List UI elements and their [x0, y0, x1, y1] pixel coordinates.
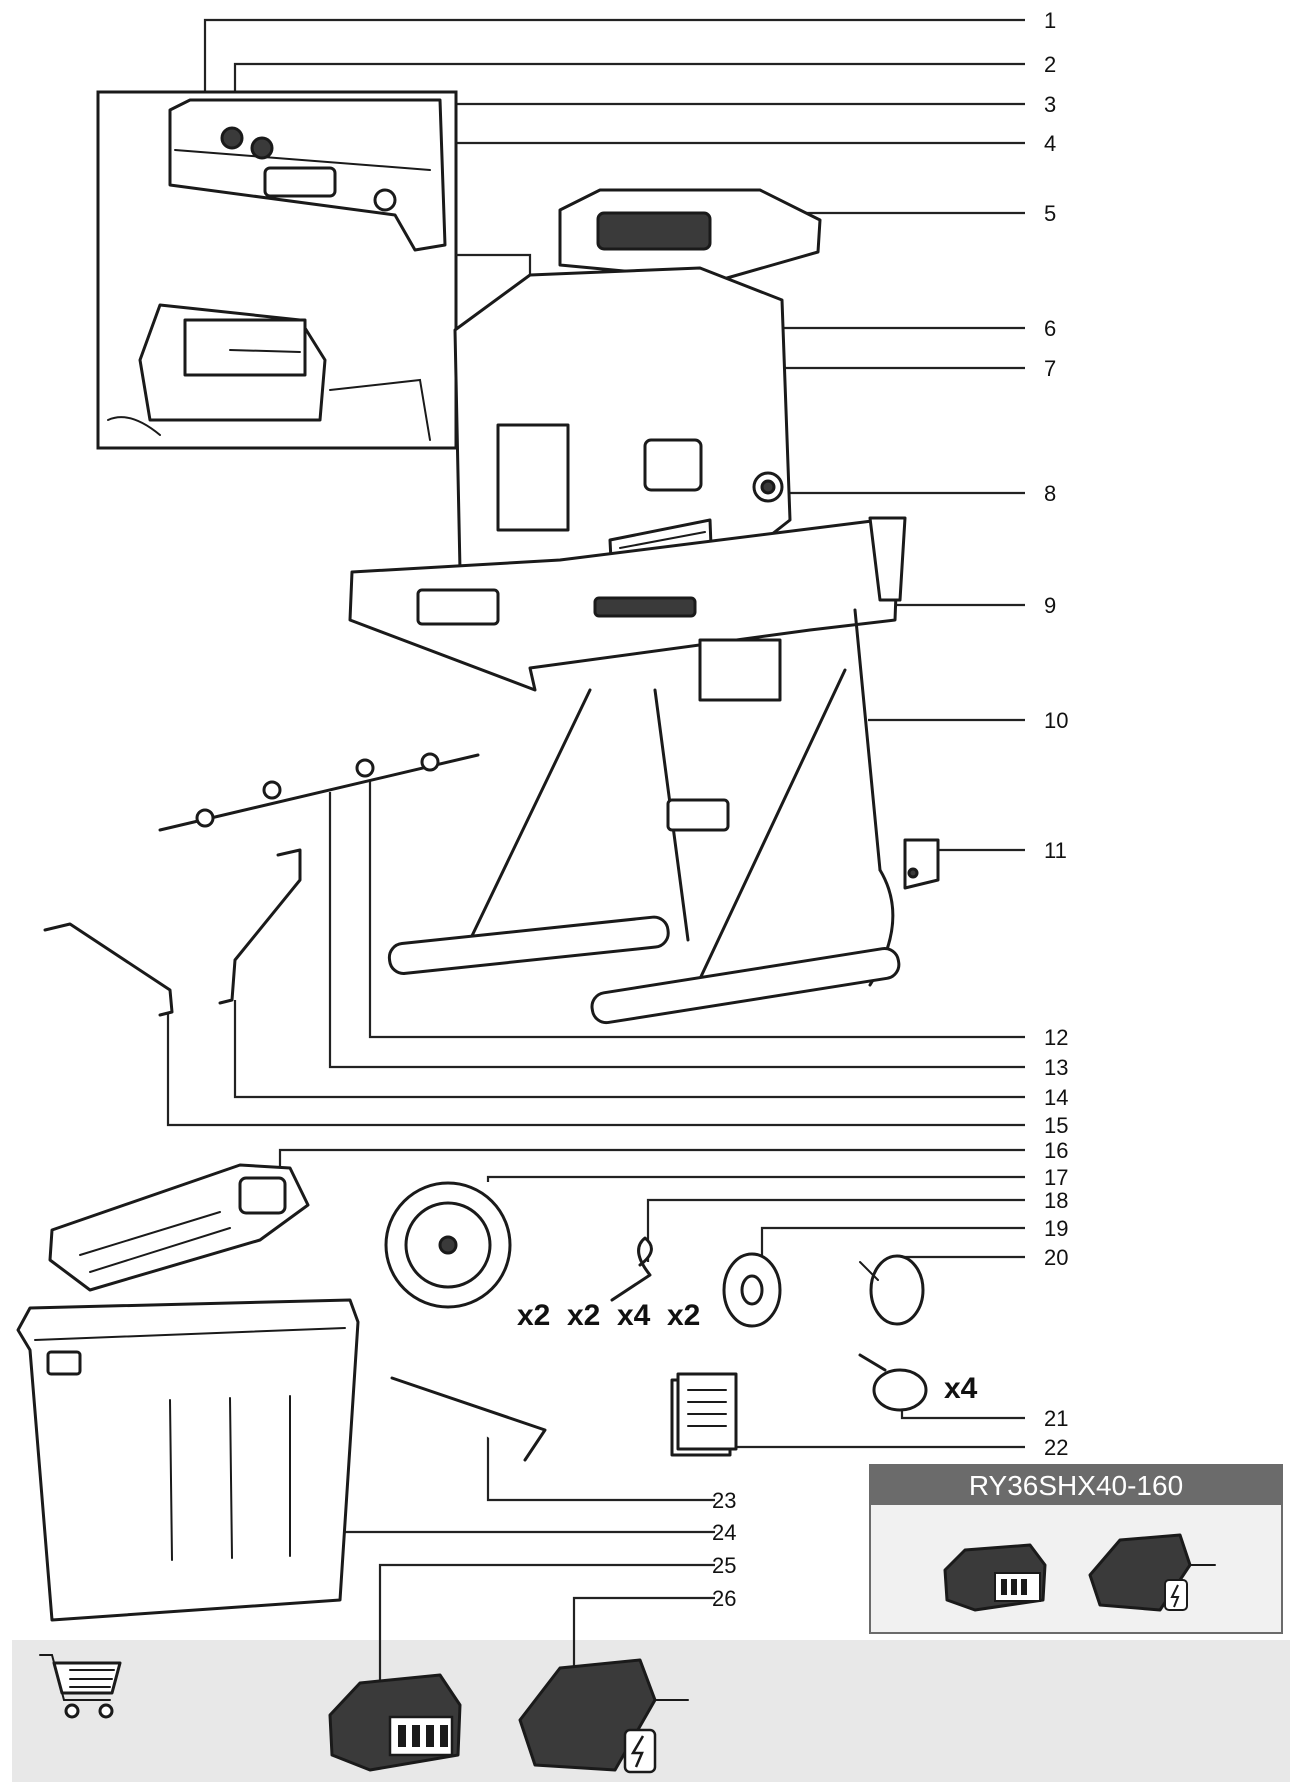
qty-washer: x4 [617, 1299, 651, 1332]
accessories [16, 1163, 928, 1622]
platform-handle [416, 588, 500, 626]
callout-18: 18 [1044, 1188, 1068, 1213]
model-title: RY36SHX40-160 [969, 1470, 1183, 1501]
callout-10: 10 [1044, 708, 1068, 733]
callout-9: 9 [1044, 593, 1056, 618]
model-box-header [870, 1465, 1282, 1505]
qty-hub-cap: x2 [667, 1299, 700, 1332]
callout-21: 21 [1044, 1406, 1068, 1431]
battery-port-detail [183, 318, 307, 377]
battery-icon [943, 1543, 1047, 1612]
callout-19: 19 [1044, 1216, 1068, 1241]
indicator-detail [263, 166, 337, 198]
power-button-detail [220, 126, 244, 150]
callout-16: 16 [1044, 1138, 1068, 1163]
callout-3: 3 [1044, 92, 1056, 117]
qty-knob: x4 [944, 1372, 978, 1405]
callout-12: 12 [1044, 1025, 1068, 1050]
r-clip [610, 1236, 653, 1302]
quantity-labels: x2 x2 x4 x2 x4 [517, 1299, 978, 1405]
callout-6: 6 [1044, 316, 1056, 341]
callout-11: 11 [1044, 838, 1067, 863]
callout-24: 24 [712, 1520, 736, 1545]
axle-nut-left [262, 780, 282, 800]
callout-4: 4 [1044, 131, 1056, 156]
stand-frame [387, 608, 940, 1025]
charger-icon [1088, 1533, 1216, 1612]
charger-icon [518, 1658, 689, 1774]
mode-button-detail [250, 136, 274, 160]
safety-latch [593, 596, 697, 618]
control-panel [596, 211, 712, 251]
collection-bag [16, 1298, 360, 1622]
bolt-knob [858, 1353, 887, 1372]
callout-17: 17 [1044, 1165, 1068, 1190]
callout-14: 14 [1044, 1085, 1068, 1110]
axle-brackets [43, 752, 480, 1017]
callout-7: 7 [1044, 356, 1056, 381]
hex-key [390, 1376, 547, 1462]
callout-25: 25 [712, 1553, 736, 1578]
shredder-machine [348, 188, 907, 702]
qty-wheel: x2 [517, 1299, 550, 1332]
callout-26: 26 [712, 1586, 736, 1611]
motor-housing-window [496, 423, 570, 532]
callout-2: 2 [1044, 52, 1056, 77]
qty-r-clip: x2 [567, 1299, 600, 1332]
callout-20: 20 [1044, 1245, 1068, 1270]
shopping-cart-icon [39, 1654, 122, 1719]
key-slot-detail [373, 188, 397, 212]
callout-8: 8 [1044, 481, 1056, 506]
callout-22: 22 [1044, 1435, 1068, 1460]
callout-13: 13 [1044, 1055, 1068, 1080]
callout-numbers: 1 2 3 4 5 6 7 8 9 10 11 12 13 14 15 16 1… [712, 8, 1068, 1611]
hub-cap [869, 1254, 925, 1326]
axle-nut-right [355, 758, 375, 778]
callout-1: 1 [1044, 8, 1056, 33]
callout-5: 5 [1044, 201, 1056, 226]
inset-detail-view [96, 90, 532, 450]
battery-icon [328, 1673, 462, 1772]
callout-23: 23 [712, 1488, 736, 1513]
callout-15: 15 [1044, 1113, 1068, 1138]
model-box: RY36SHX40-160 [869, 1464, 1283, 1634]
